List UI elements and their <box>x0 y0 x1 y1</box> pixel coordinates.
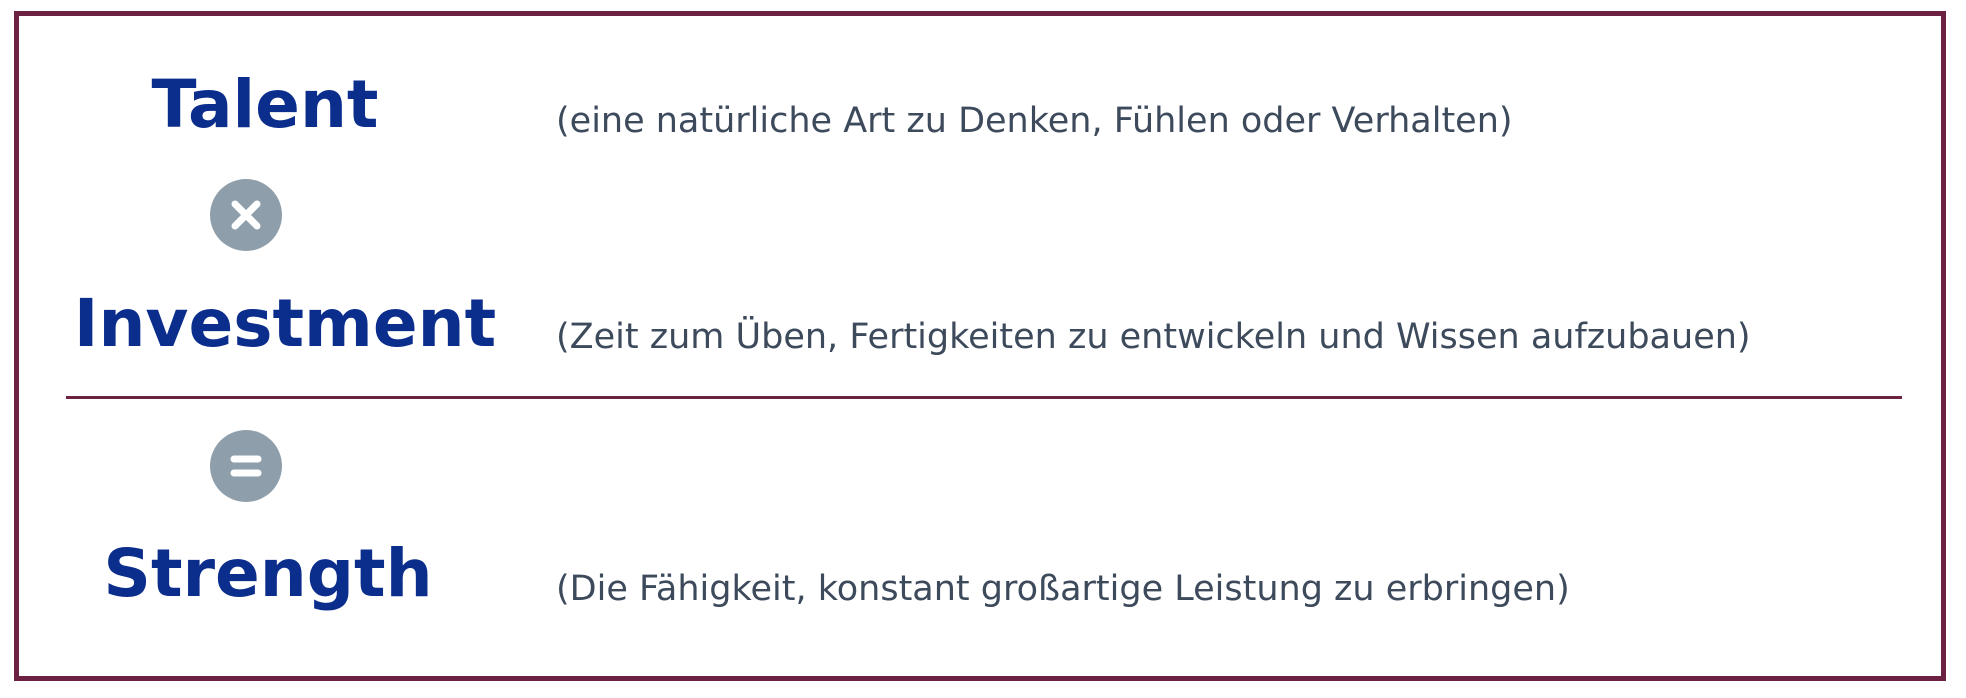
result-divider <box>66 396 1902 399</box>
term-talent: Talent <box>151 66 379 143</box>
times-circle-icon <box>210 179 282 251</box>
equals-circle-icon <box>210 430 282 502</box>
term-investment: Investment <box>73 285 497 362</box>
description-strength: (Die Fähigkeit, konstant großartige Leis… <box>556 569 1570 609</box>
formula-frame <box>14 11 1946 681</box>
description-talent: (eine natürliche Art zu Denken, Fühlen o… <box>556 101 1513 141</box>
term-strength: Strength <box>103 535 433 612</box>
description-investment: (Zeit zum Üben, Fertigkeiten zu entwicke… <box>556 317 1751 357</box>
